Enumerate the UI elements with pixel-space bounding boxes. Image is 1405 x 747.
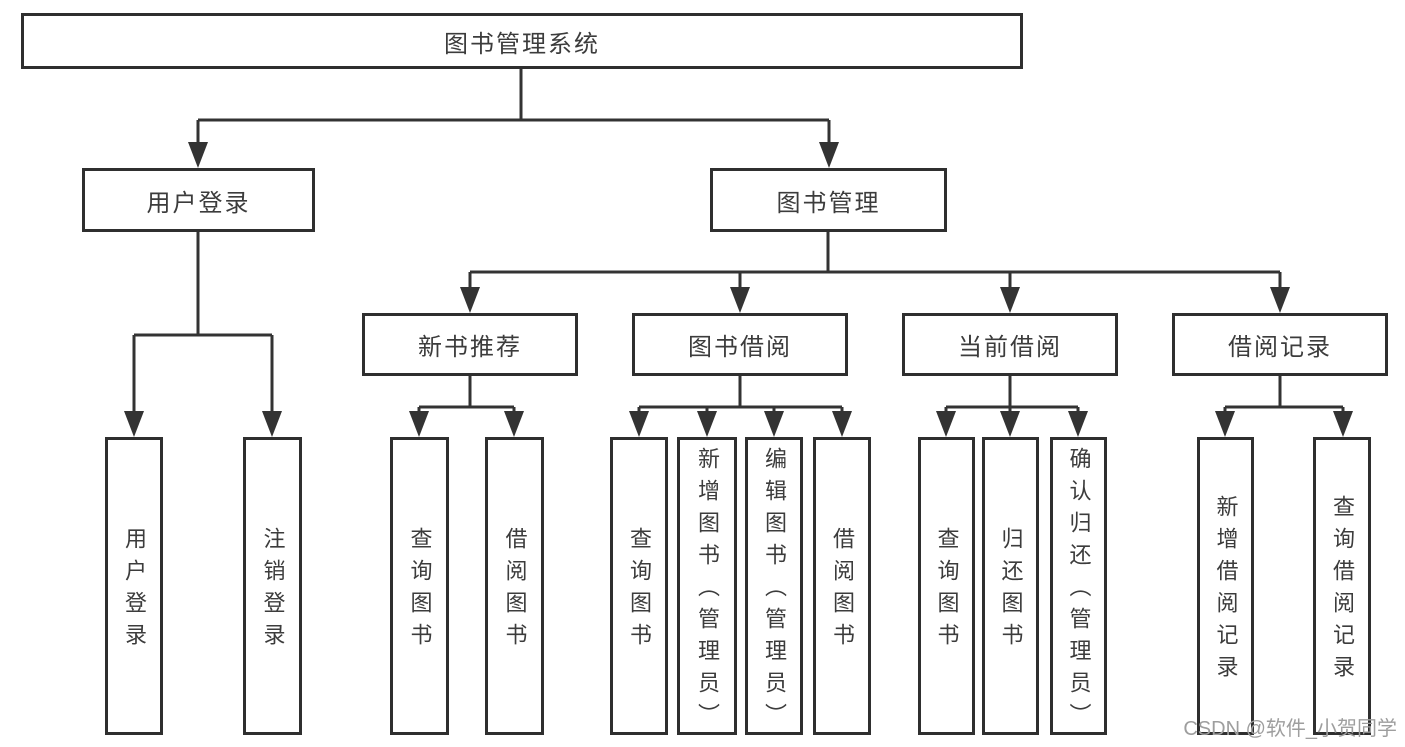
- leaf-user-login-label: 用户登录: [122, 527, 147, 655]
- node-user-login: 用户登录: [82, 168, 315, 232]
- leaf-return-books-label: 归还图书: [998, 527, 1024, 655]
- watermark: CSDN @软件_小贺同学: [1183, 718, 1397, 740]
- node-root: 图书管理系统: [21, 13, 1023, 69]
- leaf-query-books-3-label: 查询图书: [934, 527, 960, 655]
- node-book-borrowing: 图书借阅: [632, 313, 848, 376]
- leaf-borrow-books-2-label: 借阅图书: [830, 527, 855, 655]
- leaf-query-books-2-label: 查询图书: [627, 527, 652, 655]
- leaf-query-books-1-label: 查询图书: [407, 527, 433, 655]
- node-current-borrowing: 当前借阅: [902, 313, 1118, 376]
- leaf-borrow-books-2: 借阅图书: [813, 437, 871, 735]
- node-book-management: 图书管理: [710, 168, 947, 232]
- leaf-add-books-admin: 新增图书（管理员）: [677, 437, 737, 735]
- leaf-add-borrow-record-label: 新增借阅记录: [1213, 495, 1239, 687]
- leaf-edit-books-admin-label: 编辑图书（管理员）: [762, 447, 787, 735]
- leaf-confirm-return-admin: 确认归还（管理员）: [1050, 437, 1107, 735]
- leaf-return-books: 归还图书: [982, 437, 1039, 735]
- leaf-user-login: 用户登录: [105, 437, 163, 735]
- leaf-edit-books-admin: 编辑图书（管理员）: [745, 437, 803, 735]
- leaf-confirm-return-admin-label: 确认归还（管理员）: [1066, 447, 1092, 735]
- leaf-query-books-2: 查询图书: [610, 437, 668, 735]
- leaf-add-books-admin-label: 新增图书（管理员）: [695, 447, 720, 735]
- leaf-borrow-books-1: 借阅图书: [485, 437, 544, 735]
- leaf-borrow-books-1-label: 借阅图书: [502, 527, 528, 655]
- leaf-query-borrow-record-label: 查询借阅记录: [1330, 495, 1355, 687]
- leaf-logout: 注销登录: [243, 437, 302, 735]
- node-new-book-recommend: 新书推荐: [362, 313, 578, 376]
- leaf-query-borrow-record: 查询借阅记录: [1313, 437, 1371, 735]
- leaf-logout-label: 注销登录: [260, 527, 286, 655]
- leaf-query-books-3: 查询图书: [918, 437, 975, 735]
- node-borrowing-records: 借阅记录: [1172, 313, 1388, 376]
- leaf-add-borrow-record: 新增借阅记录: [1197, 437, 1254, 735]
- leaf-query-books-1: 查询图书: [390, 437, 449, 735]
